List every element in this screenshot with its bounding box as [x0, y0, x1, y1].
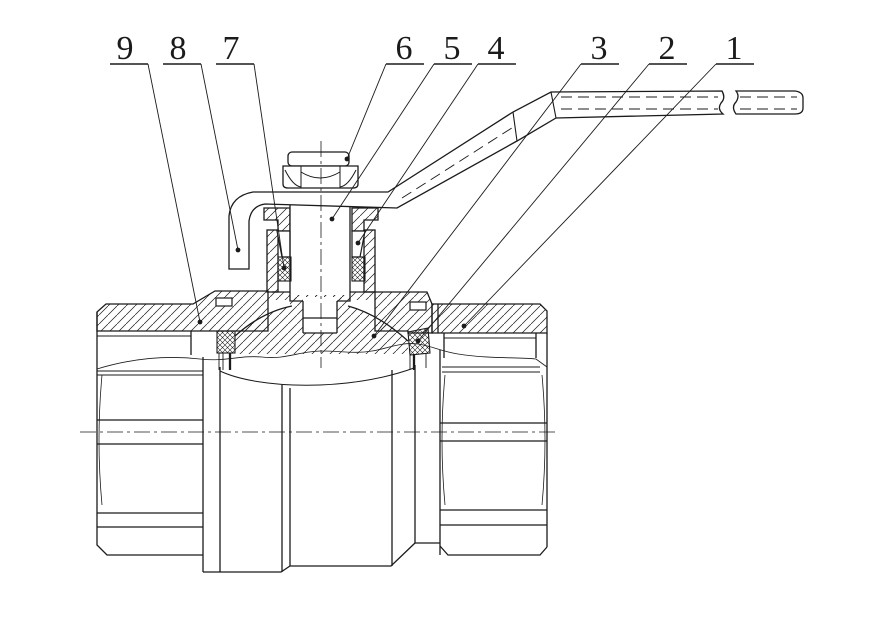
callout-label-6: 6 — [396, 30, 413, 67]
leader-dot — [355, 240, 361, 246]
body-left-band — [96, 290, 269, 332]
leader-dot — [197, 319, 203, 325]
leader-dot — [461, 323, 467, 329]
hex-nut — [282, 165, 359, 189]
callout-7: 7 — [216, 30, 287, 271]
seat-pocket-lip-right — [409, 301, 427, 311]
leader-line — [147, 63, 201, 323]
end-cap-band — [431, 303, 548, 334]
exterior-view — [96, 312, 548, 573]
leader-line — [253, 63, 285, 269]
callout-label-7: 7 — [223, 30, 240, 67]
callout-label-4: 4 — [488, 30, 505, 67]
leader-line — [463, 63, 717, 327]
seat-ring-left — [216, 330, 236, 354]
leader-dot — [415, 338, 421, 344]
handle-hidden-lines — [401, 96, 797, 199]
handle — [228, 90, 804, 270]
handle-grip-end — [732, 90, 804, 115]
callouts: 9 8 7 6 5 4 — [110, 30, 754, 344]
leader-line — [417, 63, 650, 342]
leader-dot — [329, 216, 335, 222]
white-cutouts — [215, 200, 427, 333]
leader-line — [357, 63, 479, 244]
leader-dot — [371, 333, 377, 339]
leader-line — [200, 63, 239, 251]
handle-outline — [228, 90, 725, 270]
callout-2: 2 — [415, 30, 687, 344]
leader-line — [373, 63, 582, 337]
section-edges — [97, 205, 537, 370]
seat-pocket-lip-left — [215, 297, 233, 307]
callout-label-3: 3 — [591, 30, 608, 67]
leader-dot — [235, 247, 241, 253]
neck-wall-right — [363, 229, 376, 293]
break-line — [96, 343, 548, 370]
handle-bend-creases — [512, 91, 557, 142]
leader-line — [346, 63, 387, 160]
neck-wall-left — [266, 229, 279, 293]
callout-1: 1 — [461, 30, 754, 329]
callout-label-1: 1 — [726, 30, 743, 67]
callout-5: 5 — [329, 30, 472, 222]
callout-label-8: 8 — [170, 30, 187, 67]
nut-cap — [287, 151, 350, 167]
leader-dot — [344, 156, 350, 162]
callout-label-2: 2 — [659, 30, 676, 67]
leader-dot — [281, 265, 287, 271]
packing-right — [351, 256, 366, 282]
leader-line — [331, 63, 435, 220]
callout-3: 3 — [371, 30, 619, 339]
hex-nut-chamfer-arcs — [284, 169, 357, 188]
callout-8: 8 — [163, 30, 241, 253]
callout-4: 4 — [355, 30, 516, 246]
callout-6: 6 — [344, 30, 424, 162]
stem-nut — [282, 151, 359, 189]
centerlines — [80, 141, 558, 433]
callout-9: 9 — [110, 30, 203, 325]
ball-slot — [303, 297, 337, 333]
hex-nut-corners — [300, 166, 341, 188]
stem-body — [290, 200, 350, 295]
callout-label-9: 9 — [117, 30, 134, 67]
callout-label-5: 5 — [444, 30, 461, 67]
